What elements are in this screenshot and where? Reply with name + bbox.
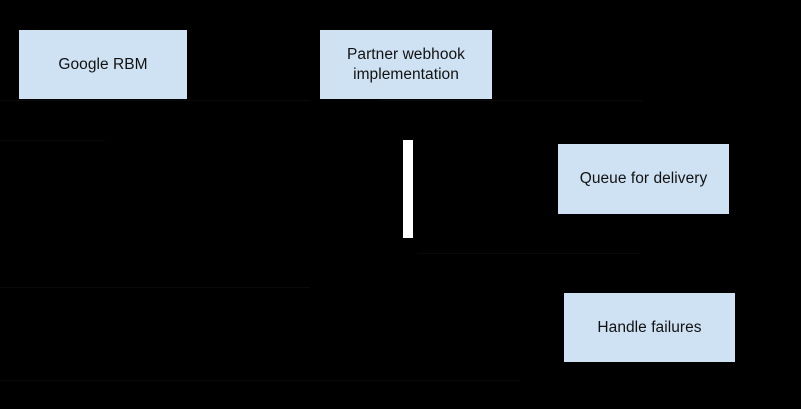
node-queue-for-delivery[interactable]: Queue for delivery bbox=[558, 144, 729, 214]
node-queue-for-delivery-label: Queue for delivery bbox=[579, 170, 708, 187]
node-partner-webhook-implementation[interactable]: Partner webhook implementation bbox=[320, 30, 492, 99]
connector-line bbox=[379, 100, 643, 101]
node-handle-failures[interactable]: Handle failures bbox=[564, 293, 735, 362]
node-google-rbm[interactable]: Google RBM bbox=[19, 30, 187, 99]
connector-line bbox=[0, 140, 105, 141]
connector-line bbox=[0, 380, 520, 381]
connector-line bbox=[418, 253, 640, 254]
connector-line bbox=[0, 287, 105, 288]
node-google-rbm-label: Google RBM bbox=[58, 55, 148, 73]
node-handle-failures-label: Handle failures bbox=[597, 318, 702, 336]
vertical-divider-bar bbox=[403, 140, 413, 238]
connector-line bbox=[0, 100, 310, 101]
connector-line bbox=[105, 287, 310, 288]
node-partner-webhook-implementation-label: Partner webhook implementation bbox=[347, 45, 465, 83]
